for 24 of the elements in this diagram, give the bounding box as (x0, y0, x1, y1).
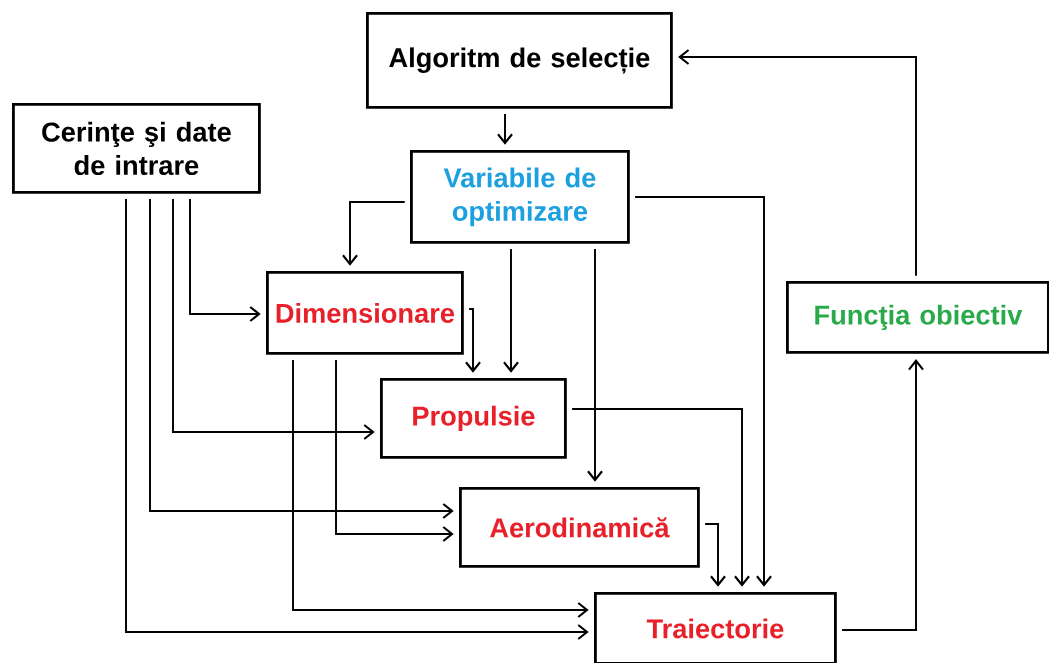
arrow (342, 201, 406, 266)
arrow (172, 198, 375, 440)
arrow (292, 359, 589, 618)
arrow (503, 248, 519, 373)
arrow (634, 196, 772, 587)
process-box: Variabile de optimizare (410, 150, 630, 244)
arrow (149, 198, 454, 519)
process-box: Propulsie (380, 378, 567, 459)
process-box: Aerodinamică (459, 487, 700, 568)
arrow (571, 408, 750, 587)
arrow (125, 198, 589, 640)
process-box: Funcţia obiectiv (786, 281, 1049, 354)
arrow (704, 523, 726, 587)
arrow (841, 359, 924, 631)
arrow (587, 248, 603, 482)
process-box: Dimensionare (266, 271, 464, 355)
arrow (678, 49, 917, 277)
arrow (465, 308, 481, 373)
arrow (189, 198, 261, 322)
process-box: Traiectorie (594, 592, 837, 663)
arrow (335, 359, 454, 542)
arrow (497, 113, 513, 145)
process-box: Cerinţe şi date de intrare (12, 103, 261, 194)
process-box: Algoritm de selecție (366, 12, 673, 109)
